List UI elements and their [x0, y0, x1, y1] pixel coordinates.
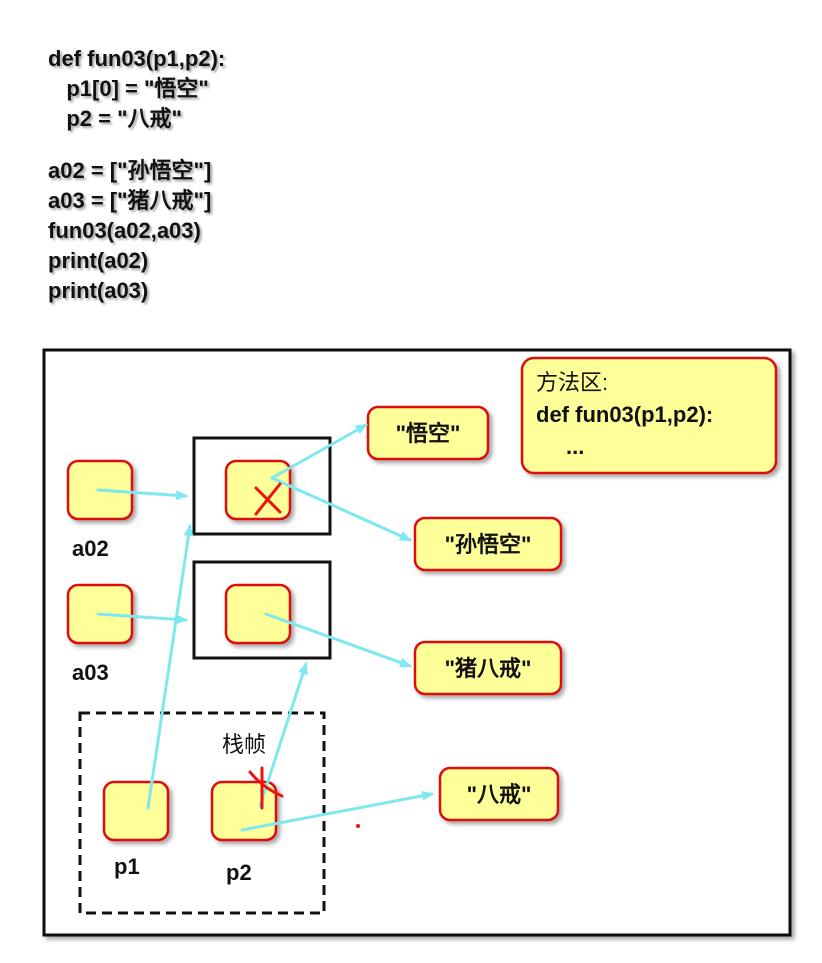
- arrow-a03-to-list: [96, 612, 188, 625]
- code-line: p1[0] = "悟空": [48, 76, 209, 101]
- variable-label-a02: a02: [72, 536, 109, 561]
- code-line: a03 = ["猪八戒"]: [48, 188, 212, 213]
- code-line: def fun03(p1,p2):: [48, 46, 226, 71]
- arrow-p2-to-bajie: [240, 790, 434, 832]
- method-area-signature: def fun03(p1,p2):: [536, 402, 713, 427]
- arrow-p1-to-list-a02: [146, 524, 194, 810]
- stack-frame-label: 栈帧: [222, 732, 266, 757]
- string-object-wukong: "悟空": [366, 405, 490, 461]
- arrow-element-to-sunwukong-old: [270, 476, 412, 542]
- list-object-a03: [192, 560, 332, 660]
- code-block: def fun03(p1,p2): p1[0] = "悟空" p2 = "八戒"…: [48, 44, 225, 306]
- variable-label-a03: a03: [72, 660, 109, 685]
- arrow-a02-to-list: [96, 488, 188, 501]
- arrow-element-to-zhubajie: [264, 612, 412, 668]
- code-line: fun03(a02,a03): [48, 218, 201, 243]
- string-object-bajie: "八戒": [438, 766, 560, 822]
- cross-mark-element: [254, 482, 282, 516]
- variable-label-p2: p2: [226, 860, 252, 885]
- method-area: 方法区: def fun03(p1,p2): ...: [520, 356, 778, 475]
- variable-label-p1: p1: [114, 854, 140, 879]
- variable-box-p1: [102, 780, 170, 842]
- code-line: print(a02): [48, 248, 149, 273]
- method-area-ellipsis: ...: [566, 434, 584, 459]
- code-line: a02 = ["孙悟空"]: [48, 158, 212, 183]
- code-line: print(a03): [48, 278, 149, 303]
- cross-mark-p2: [248, 766, 284, 810]
- string-value-zhubajie: "猪八戒": [445, 656, 532, 681]
- arrow-p2-to-list-a03-old: [258, 662, 308, 808]
- string-value-wukong: "悟空": [396, 421, 461, 446]
- arrow-element-to-wukong: [270, 423, 368, 480]
- string-object-zhubajie: "猪八戒": [413, 640, 563, 696]
- method-area-title: 方法区:: [536, 370, 608, 395]
- string-value-sunwukong: "孙悟空": [445, 532, 532, 557]
- string-object-sunwukong: "孙悟空": [413, 516, 563, 572]
- string-value-bajie: "八戒": [467, 782, 532, 807]
- code-line: p2 = "八戒": [48, 106, 182, 131]
- list-object-a02: [192, 436, 332, 536]
- stray-dot: [356, 824, 360, 828]
- list-element-box-a03: [224, 583, 292, 645]
